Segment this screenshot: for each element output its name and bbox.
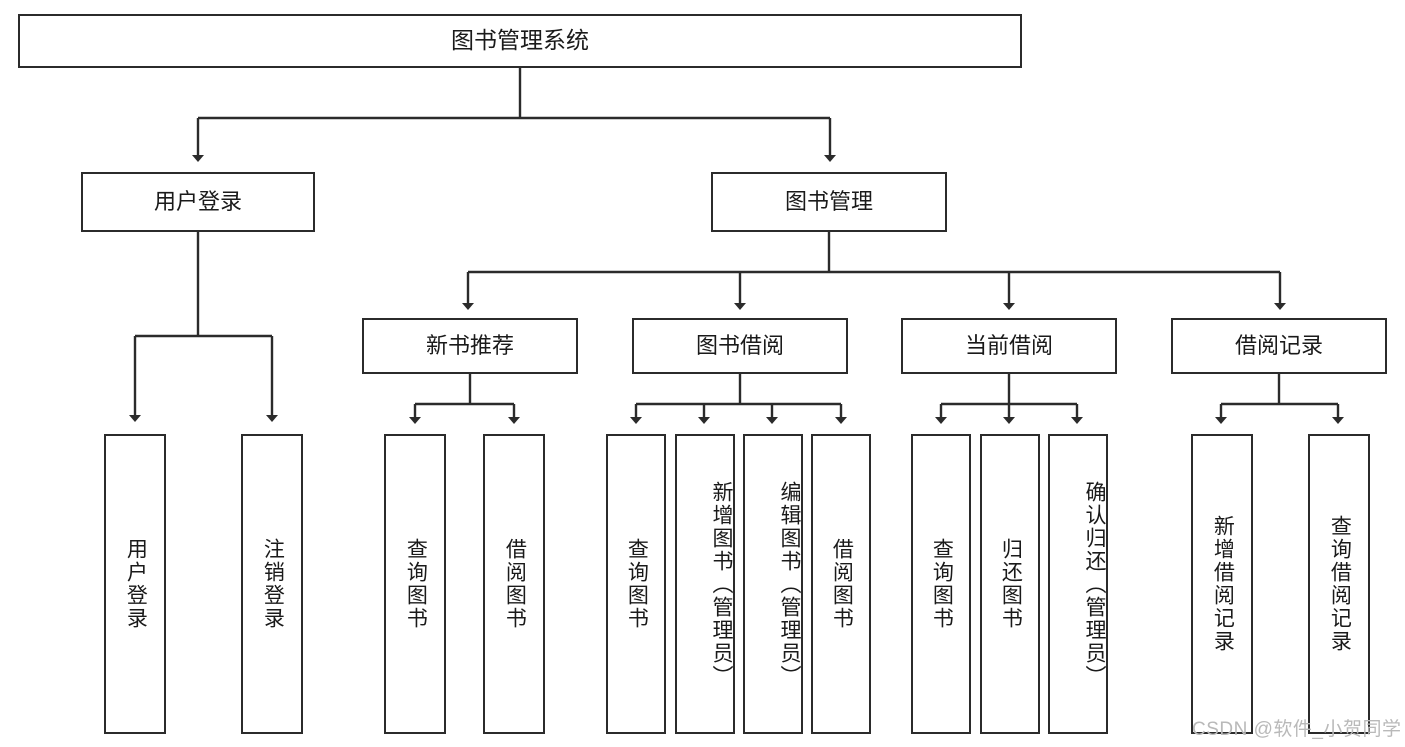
- node-label: 当前借阅: [964, 333, 1053, 359]
- node-label: 确认归还（管理员）: [1083, 480, 1106, 688]
- node-label: 查询借阅记录: [1328, 515, 1352, 653]
- node-book-management[interactable]: 图书管理: [711, 172, 947, 232]
- node-new-book-recommend[interactable]: 新书推荐: [362, 318, 578, 374]
- leaf-add-borrow-record[interactable]: 新增借阅记录: [1191, 434, 1253, 734]
- node-label: 查询图书: [930, 538, 954, 630]
- node-label: 新增图书（管理员）: [710, 480, 733, 688]
- node-label: 借阅图书: [503, 538, 527, 630]
- leaf-borrow-book-recommend[interactable]: 借阅图书: [483, 434, 545, 734]
- node-label: 新书推荐: [425, 333, 514, 359]
- leaf-query-book-borrow[interactable]: 查询图书: [606, 434, 666, 734]
- node-label: 用户登录: [153, 189, 242, 215]
- node-label: 注销登录: [261, 538, 285, 630]
- node-root-book-management-system[interactable]: 图书管理系统: [18, 14, 1022, 68]
- node-label: 归还图书: [999, 538, 1023, 630]
- node-label: 新增借阅记录: [1211, 515, 1235, 653]
- leaf-edit-book-admin[interactable]: 编辑图书（管理员）: [743, 434, 803, 734]
- leaf-query-book-recommend[interactable]: 查询图书: [384, 434, 446, 734]
- leaf-return-book[interactable]: 归还图书: [980, 434, 1040, 734]
- node-label: 查询图书: [625, 538, 649, 630]
- node-label: 借阅图书: [830, 538, 854, 630]
- node-borrow-records[interactable]: 借阅记录: [1171, 318, 1387, 374]
- node-current-borrow[interactable]: 当前借阅: [901, 318, 1117, 374]
- node-label: 编辑图书（管理员）: [778, 480, 801, 688]
- node-label: 用户登录: [124, 538, 148, 630]
- node-label: 借阅记录: [1234, 333, 1323, 359]
- node-label: 图书管理: [784, 189, 873, 215]
- leaf-query-book-current[interactable]: 查询图书: [911, 434, 971, 734]
- node-label: 查询图书: [404, 538, 428, 630]
- leaf-logout[interactable]: 注销登录: [241, 434, 303, 734]
- node-label: 图书借阅: [695, 333, 784, 359]
- node-user-login[interactable]: 用户登录: [81, 172, 315, 232]
- csdn-watermark: CSDN @软件_小贺同学: [1192, 719, 1402, 740]
- node-book-borrow[interactable]: 图书借阅: [632, 318, 848, 374]
- leaf-query-borrow-record[interactable]: 查询借阅记录: [1308, 434, 1370, 734]
- leaf-borrow-book[interactable]: 借阅图书: [811, 434, 871, 734]
- leaf-confirm-return-admin[interactable]: 确认归还（管理员）: [1048, 434, 1108, 734]
- leaf-user-login[interactable]: 用户登录: [104, 434, 166, 734]
- leaf-add-book-admin[interactable]: 新增图书（管理员）: [675, 434, 735, 734]
- node-label: 图书管理系统: [451, 27, 589, 54]
